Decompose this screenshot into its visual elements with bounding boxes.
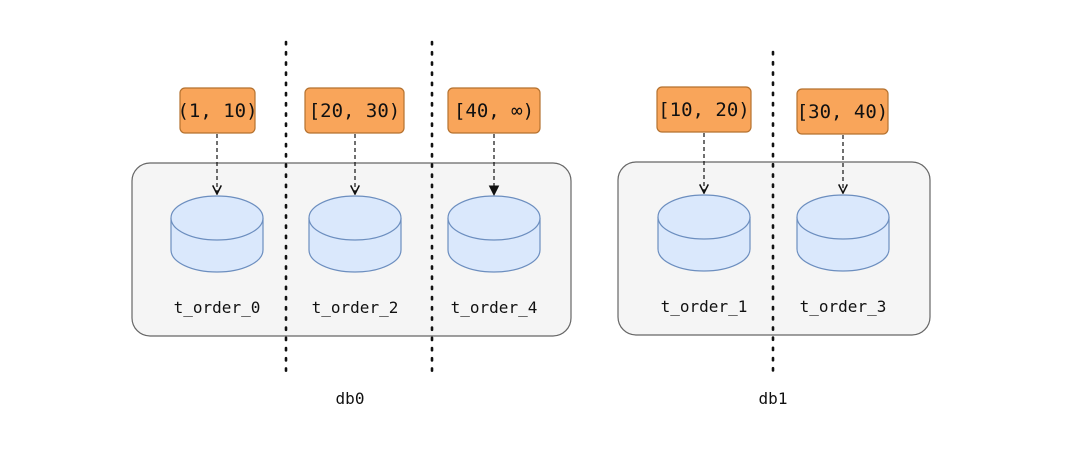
range-box-4: [40, ∞)	[447, 87, 541, 134]
range-label-2: [20, 30)	[309, 100, 401, 122]
range-label-3: [30, 40)	[797, 101, 889, 123]
db1-label: db1	[759, 389, 788, 408]
table-label-t1: t_order_1	[661, 297, 748, 316]
table-label-t4: t_order_4	[451, 298, 538, 317]
db0-label: db0	[336, 389, 365, 408]
database-icon-t3	[796, 194, 890, 272]
table-label-t2: t_order_2	[312, 298, 399, 317]
database-icon-t4	[447, 195, 541, 273]
table-label-t3: t_order_3	[800, 297, 887, 316]
database-icon-t0	[170, 195, 264, 273]
database-icon-t1	[657, 194, 751, 272]
range-box-2: [20, 30)	[304, 87, 405, 134]
range-label-1: [10, 20)	[658, 99, 750, 121]
database-icon-t2	[308, 195, 402, 273]
range-box-0: (1, 10)	[177, 87, 258, 134]
range-box-3: [30, 40)	[796, 88, 889, 135]
range-box-1: [10, 20)	[656, 86, 752, 133]
range-label-0: (1, 10)	[177, 100, 257, 122]
table-label-t0: t_order_0	[174, 298, 261, 317]
range-label-4: [40, ∞)	[454, 100, 534, 122]
